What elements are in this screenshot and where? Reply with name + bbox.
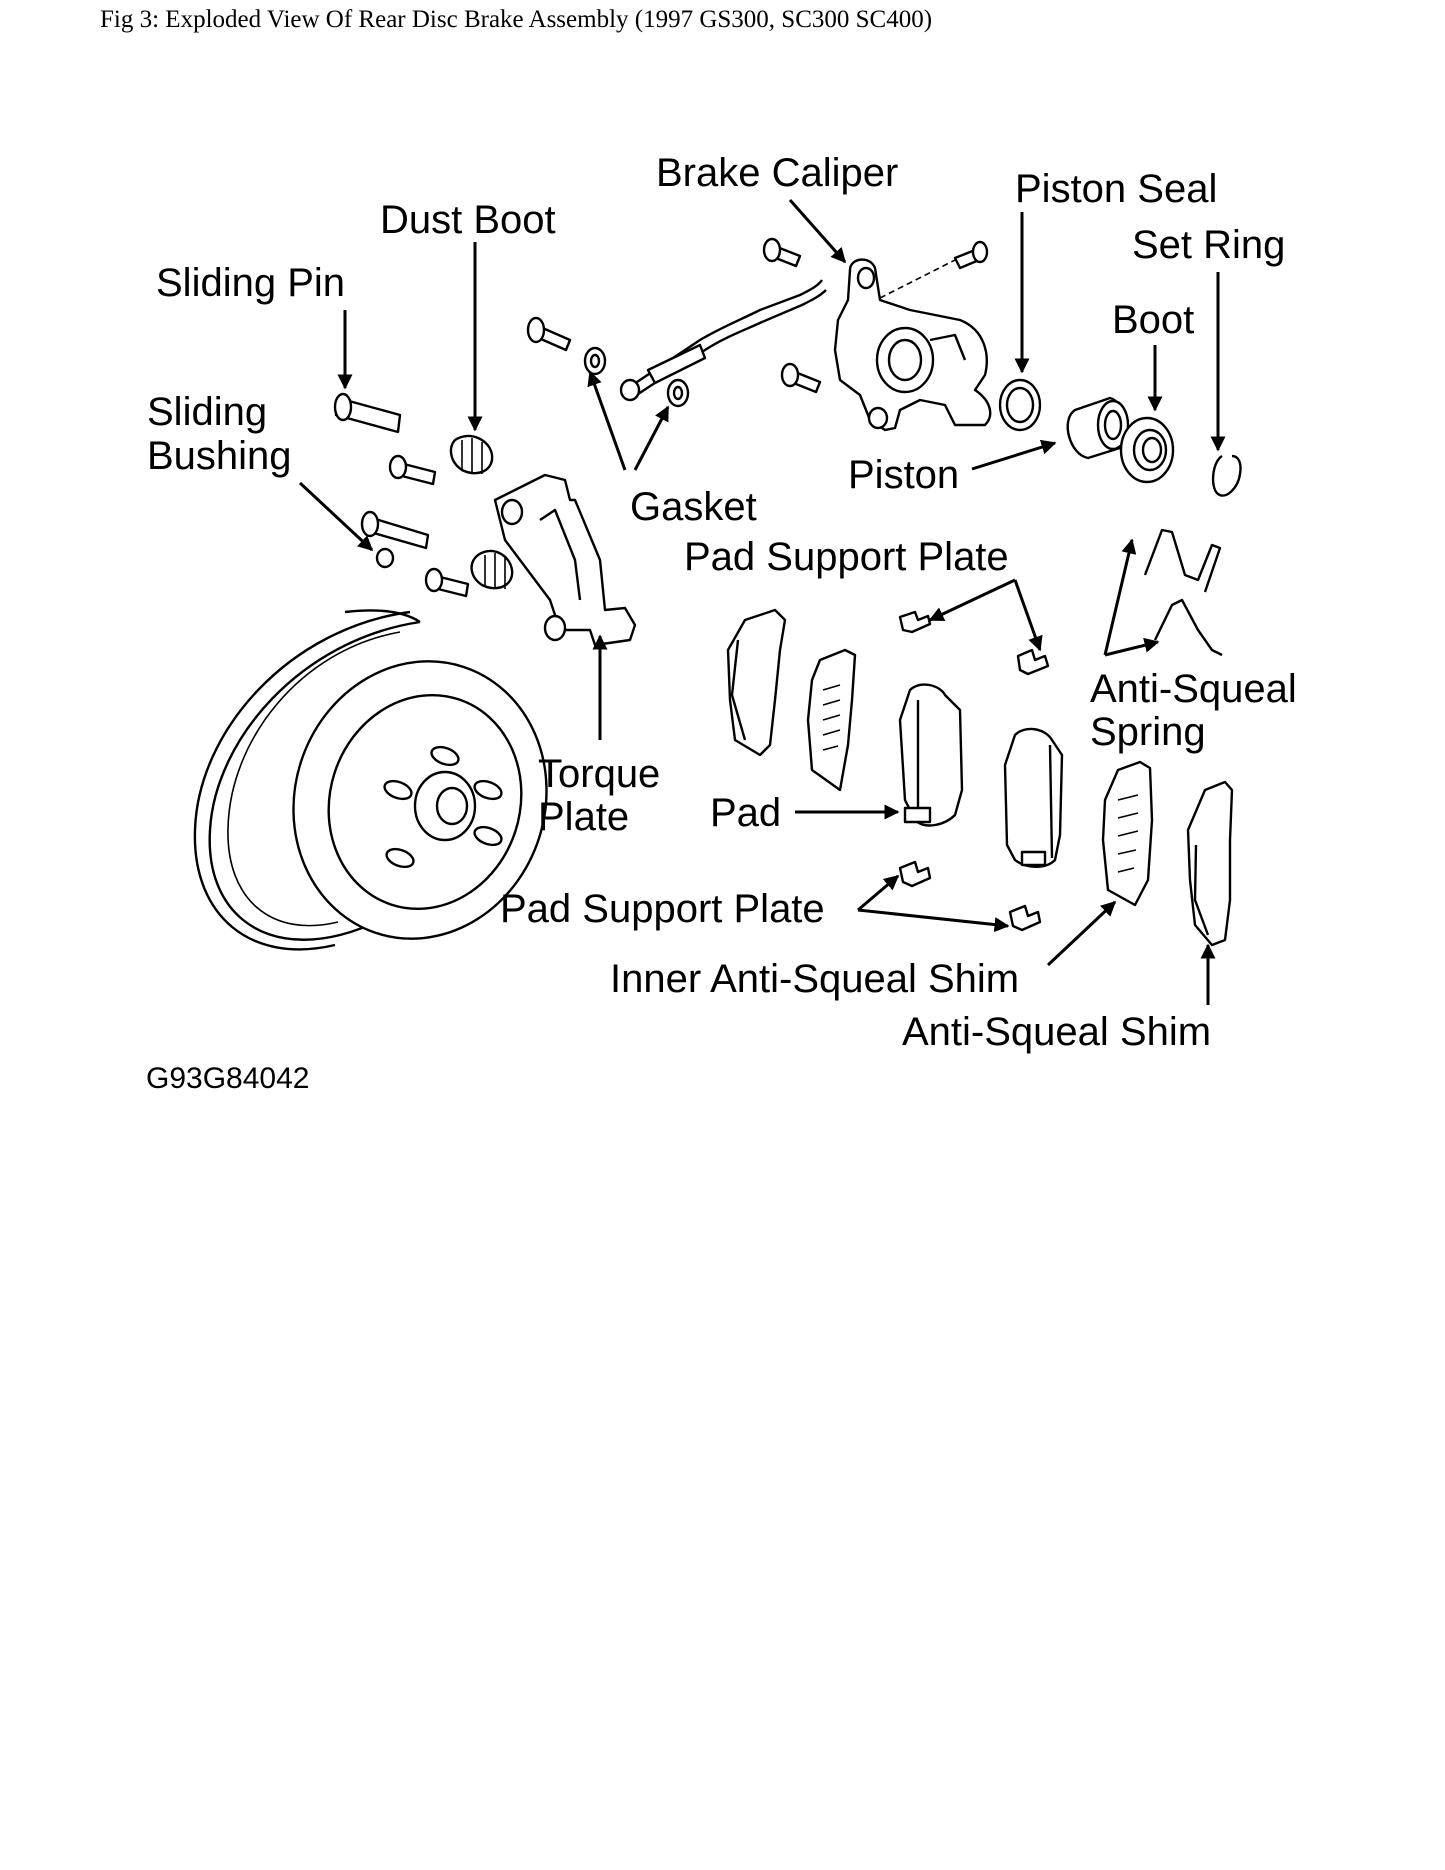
label-anti-squeal-spring-line1: Anti-Squeal	[1090, 667, 1297, 711]
label-sliding-bushing-line1: Sliding	[147, 390, 267, 434]
brake-caliper-drawing	[833, 258, 992, 432]
label-sliding-pin: Sliding Pin	[156, 261, 345, 305]
torque-plate-drawing	[493, 473, 637, 647]
figure-code: G93G84042	[146, 1062, 309, 1095]
label-brake-caliper: Brake Caliper	[656, 151, 898, 195]
label-inner-anti-squeal-shim: Inner Anti-Squeal Shim	[610, 957, 1019, 1001]
gasket-drawing	[583, 279, 827, 408]
pad-support-plate-drawing	[898, 610, 1050, 932]
disc-rotor-drawing	[193, 609, 548, 951]
piston-parts-drawing	[998, 378, 1242, 497]
label-torque-plate-line1: Torque	[538, 752, 660, 796]
label-dust-boot: Dust Boot	[380, 198, 556, 242]
figure-caption: Fig 3: Exploded View Of Rear Disc Brake …	[100, 6, 933, 33]
label-boot: Boot	[1112, 298, 1194, 342]
label-anti-squeal-spring-line2: Spring	[1090, 710, 1206, 754]
label-set-ring: Set Ring	[1132, 223, 1285, 267]
sliding-pin-drawing	[333, 392, 470, 598]
label-pad-support-plate-bottom: Pad Support Plate	[500, 887, 825, 931]
label-torque-plate-line2: Plate	[538, 795, 629, 839]
anti-squeal-spring-drawing	[1143, 528, 1223, 657]
bolts-drawing	[526, 237, 989, 394]
label-gasket: Gasket	[630, 485, 757, 529]
label-pad-support-plate-top: Pad Support Plate	[684, 535, 1009, 579]
leader-arrows	[298, 199, 1226, 1005]
label-piston-seal: Piston Seal	[1015, 167, 1217, 211]
label-sliding-bushing-line2: Bushing	[147, 434, 292, 478]
label-pad: Pad	[710, 791, 781, 835]
dust-boot-drawing	[449, 434, 514, 590]
pads-drawing	[726, 608, 1234, 947]
label-anti-squeal-shim: Anti-Squeal Shim	[902, 1010, 1211, 1054]
label-piston: Piston	[848, 453, 959, 497]
